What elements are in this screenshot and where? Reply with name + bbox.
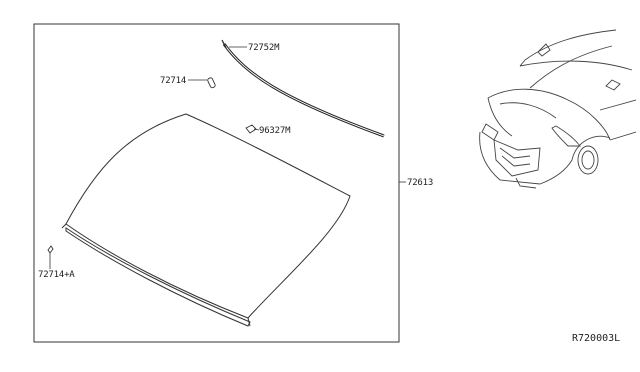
- part-label-96327m: 96327M: [259, 126, 291, 136]
- diagram-code: R720003L: [572, 333, 621, 344]
- diagram-frame: [33, 23, 400, 343]
- part-label-72714a: 72714+A: [38, 270, 75, 280]
- vehicle-illustration: [479, 29, 637, 189]
- part-label-72714: 72714: [160, 76, 187, 86]
- windshield-glass: [61, 113, 351, 327]
- leader-96327m: [253, 128, 260, 131]
- part-label-72752m: 72752M: [248, 43, 280, 53]
- part-label-72613: 72613: [407, 178, 434, 188]
- clip-part-a: [47, 245, 54, 269]
- moulding-strip: [221, 39, 385, 138]
- clip-part: [207, 77, 216, 89]
